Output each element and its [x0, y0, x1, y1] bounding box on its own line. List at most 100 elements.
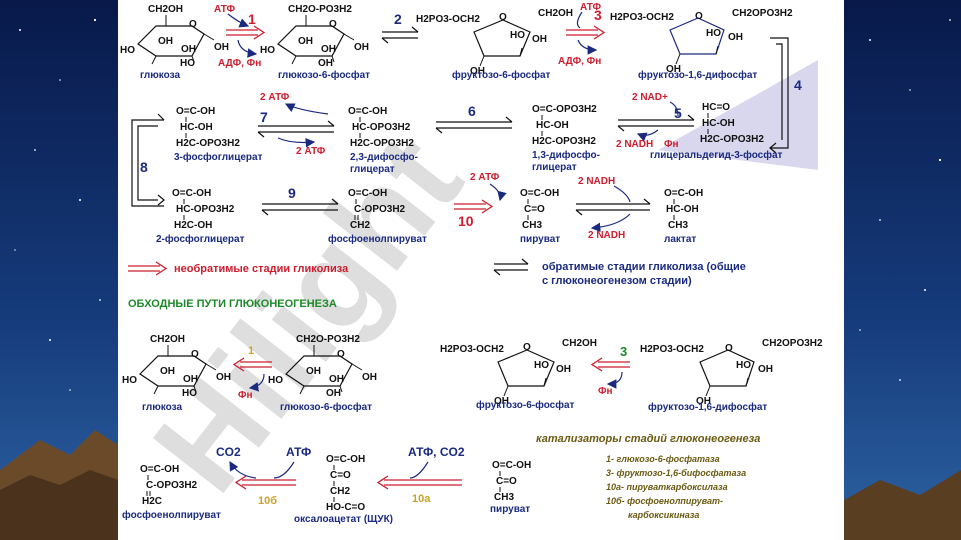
catalyst-1: 1- глюкозо-6-фосфатаза	[606, 454, 720, 464]
gng-step-10a-arrow	[376, 475, 462, 490]
bpg23-molecule: O=C-OH HC-OPO3H2 H2C-OPO3H2	[348, 106, 414, 149]
step-3-irreversible-arrow	[566, 25, 606, 40]
step-7-reversible-arrow	[257, 120, 335, 138]
svg-text:HO: HO	[706, 28, 721, 39]
svg-text:CH2OH: CH2OH	[562, 338, 597, 349]
gng-f6p-molecule: H2PO3-OCH2 CH2OH O HO OH OH	[440, 338, 597, 407]
gng-pyruvate-label: пируват	[490, 504, 530, 515]
svg-text:CH3: CH3	[494, 492, 514, 503]
svg-text:OH: OH	[160, 366, 175, 377]
svg-text:необратимые стадии гликолиза: необратимые стадии гликолиза	[174, 263, 349, 275]
glucose-label: глюкоза	[140, 70, 180, 81]
g3p-molecule: HC=O HC-OH H2C-OPO3H2	[700, 102, 764, 145]
g6p-label: глюкозо-6-фосфат	[278, 69, 370, 81]
catalyst-3: 3- фруктозо-1,6-бифосфатаза	[606, 468, 746, 478]
svg-text:HC-OH: HC-OH	[536, 120, 569, 131]
svg-text:HO-C=O: HO-C=O	[326, 502, 365, 513]
bpg13-molecule: O=C-OPO3H2 HC-OH H2C-OPO3H2	[532, 104, 597, 147]
gng-step-3-number: 3	[620, 344, 627, 359]
catalyst-10b: 10б- фосфоенолпируват-	[606, 496, 723, 506]
svg-text:H2C: H2C	[142, 496, 162, 507]
fn-5: Фн	[664, 139, 679, 150]
svg-text:OH: OH	[298, 36, 313, 47]
svg-text:с глюконеогенезом стадии): с глюконеогенезом стадии)	[542, 275, 692, 287]
svg-text:C-OPO3H2: C-OPO3H2	[354, 204, 406, 215]
gng-f16bp-molecule: H2PO3-OCH2 CH2OPO3H2 O HO OH OH	[640, 338, 823, 407]
svg-text:OH: OH	[306, 366, 321, 377]
step-8-number: 8	[140, 159, 148, 175]
svg-text:HC-OH: HC-OH	[666, 204, 699, 215]
catalysts-title: катализаторы стадий глюконеогенеза	[536, 433, 760, 445]
svg-text:HO: HO	[182, 388, 197, 399]
step-6-number: 6	[468, 103, 476, 119]
step-5-number: 5	[674, 105, 682, 121]
gng-step-1-number: 1	[248, 345, 254, 357]
gng-fn-1: Фн	[238, 390, 253, 401]
f6p-molecule: H2PO3-OCH2 CH2OH O HO OH OH	[416, 8, 573, 77]
svg-text:O: O	[329, 19, 337, 30]
svg-text:CH2: CH2	[330, 486, 350, 497]
svg-text:OH: OH	[321, 44, 336, 55]
svg-text:HC-OH: HC-OH	[180, 122, 213, 133]
glucose-molecule: CH2OH O OH OH HO HO OH	[120, 4, 229, 69]
svg-text:CH2: CH2	[350, 220, 370, 231]
svg-text:O: O	[523, 342, 531, 353]
svg-text:HC=O: HC=O	[702, 102, 730, 113]
svg-text:HC-OH: HC-OH	[702, 118, 735, 129]
pg2-label: 2-фосфоглицерат	[156, 233, 245, 245]
adp-3: АДФ, Фн	[558, 56, 601, 67]
legend-reversible: обратимые стадии гликолиза (общие с глюк…	[493, 258, 746, 287]
gng-g6p-molecule: CH2O-PO3H2 O OH OH HO OH OH	[268, 334, 377, 399]
gng-step-10b-number: 10б	[258, 495, 277, 507]
step-2-number: 2	[394, 11, 402, 27]
svg-text:OH: OH	[329, 374, 344, 385]
svg-text:O=C-OH: O=C-OH	[172, 188, 211, 199]
nadh-top: 2 NADH	[578, 176, 615, 187]
svg-text:C=O: C=O	[524, 204, 545, 215]
svg-text:OH: OH	[326, 388, 341, 399]
atp-7b: 2 АТФ	[296, 146, 326, 157]
f16bp-molecule: H2PO3-OCH2 CH2OPO3H2 O HO OH OH	[610, 8, 793, 75]
svg-text:обратимые стадии гликолиза (об: обратимые стадии гликолиза (общие	[542, 261, 746, 273]
atp-3: АТФ	[580, 2, 601, 13]
svg-text:O: O	[725, 343, 733, 354]
svg-text:HO: HO	[120, 45, 135, 56]
svg-text:O=C-OH: O=C-OH	[176, 106, 215, 117]
svg-text:O: O	[337, 349, 345, 360]
oaa-molecule: O=C-OH C=O CH2 HO-C=O	[326, 454, 365, 513]
step-3-number: 3	[594, 7, 602, 23]
f6p-label: фруктозо-6-фосфат	[452, 69, 551, 81]
f16bp-label: фруктозо-1,6-дифосфат	[638, 69, 757, 81]
svg-text:CH2O-PO3H2: CH2O-PO3H2	[296, 334, 360, 345]
svg-text:CH2OH: CH2OH	[148, 4, 183, 15]
svg-text:H2C-OPO3H2: H2C-OPO3H2	[700, 134, 764, 145]
bpg13-label-1: 1,3-дифосфо-	[532, 149, 600, 161]
gng-pep-label: фосфоенолпируват	[122, 509, 221, 521]
gng-glucose-label: глюкоза	[142, 402, 182, 413]
svg-text:O: O	[191, 349, 199, 360]
pep-molecule: O=C-OH C-OPO3H2 CH2	[348, 188, 406, 231]
pg3-molecule: O=C-OH HC-OH H2C-OPO3H2	[176, 106, 240, 149]
svg-text:HO: HO	[268, 375, 283, 386]
svg-text:H2PO3-OCH2: H2PO3-OCH2	[440, 344, 504, 355]
svg-text:H2C-OPO3H2: H2C-OPO3H2	[532, 136, 596, 147]
gng-step-10a-number: 10а	[412, 493, 431, 505]
gng-step-3-arrow	[590, 357, 630, 372]
gng-glucose-molecule: CH2OH O OH OH HO HO OH	[122, 334, 231, 399]
svg-text:O=C-OH: O=C-OH	[348, 106, 387, 117]
svg-text:O: O	[695, 11, 703, 22]
atp-10: 2 АТФ	[470, 172, 500, 183]
step-1-irreversible-arrow	[226, 25, 266, 40]
svg-text:OH: OH	[216, 372, 231, 383]
svg-text:HO: HO	[736, 360, 751, 371]
svg-text:OH: OH	[696, 396, 711, 407]
diagram-slide: Hilight CH2OH O OH OH HO HO OH глюкоза А…	[118, 0, 844, 540]
nadh-bottom: 2 NADH	[588, 230, 625, 241]
svg-text:OH: OH	[183, 374, 198, 385]
svg-text:OH: OH	[532, 34, 547, 45]
step-5-reversible-arrow	[617, 114, 695, 132]
lactate-molecule: O=C-OH HC-OH CH3	[664, 188, 703, 231]
svg-text:O=C-OH: O=C-OH	[664, 188, 703, 199]
svg-text:HO: HO	[260, 45, 275, 56]
step-4-reversible-arrow	[769, 37, 789, 154]
